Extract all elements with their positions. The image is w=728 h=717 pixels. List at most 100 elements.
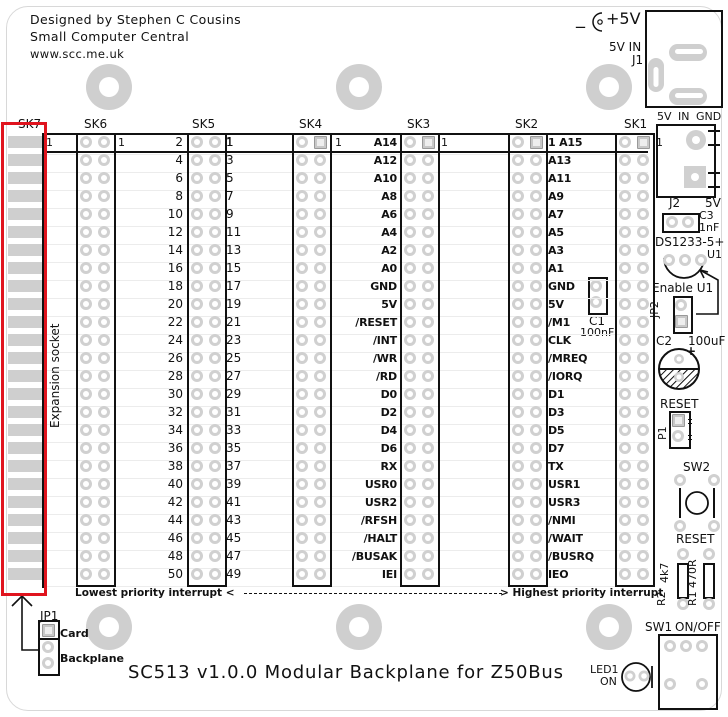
sk2-pin-hole: [530, 406, 542, 418]
signal-name-right: D3: [548, 406, 565, 419]
expansion-contact: [8, 352, 42, 364]
pin-number-even: 18: [167, 279, 183, 293]
sw1-value: ON/OFF: [675, 620, 721, 634]
pin-number-even: 16: [167, 261, 183, 275]
signal-name-right: IEO: [548, 568, 569, 581]
j1-label: J1: [632, 53, 644, 67]
sk5-pin-hole: [209, 514, 221, 526]
sk3-pin-hole: [404, 190, 416, 202]
sk3-pin-hole: [422, 262, 434, 274]
signal-name-right: A9: [548, 190, 564, 203]
pin-number-even: 40: [167, 477, 183, 491]
sk3-pin-hole: [404, 154, 416, 166]
jp1-pad: [42, 641, 54, 653]
sk2-pin-hole: [530, 514, 542, 526]
sk2-socket[interactable]: [508, 133, 548, 587]
signal-name-left: /BUSAK: [351, 550, 397, 563]
sk6-pin-hole: [98, 388, 110, 400]
u1-pad: [663, 254, 675, 266]
sk4-pin-hole: [296, 514, 308, 526]
jp1-divider: [38, 638, 58, 640]
sk1-pin-hole: [637, 334, 649, 346]
sk4-pin-hole: [314, 334, 326, 346]
pin-number-odd: 33: [226, 423, 242, 437]
sk3-pin-hole: [422, 352, 434, 364]
expansion-contact: [8, 226, 42, 238]
sk4-pin-hole: [296, 460, 308, 472]
expansion-contact: [8, 442, 42, 454]
trace-line: [44, 532, 648, 533]
sk2-pin-hole: [512, 388, 524, 400]
signal-name-right: /WAIT: [548, 532, 583, 545]
bus-header-bar: [44, 133, 648, 153]
pin-number-even: 36: [167, 441, 183, 455]
sk5-pin-hole: [191, 226, 203, 238]
sk1-pin-hole: [619, 172, 631, 184]
sk5-pin-hole: [209, 190, 221, 202]
signal-name-left: D0: [380, 388, 398, 401]
sk2-pin-hole: [512, 262, 524, 274]
sk4-pin-hole: [314, 172, 326, 184]
expansion-contact: [8, 388, 42, 400]
sk1-pin-hole: [637, 190, 649, 202]
trace-line: [44, 352, 648, 353]
sk5-pin-hole: [191, 316, 203, 328]
jumper-jp1[interactable]: [38, 620, 60, 676]
sk2-pin-hole: [530, 262, 542, 274]
sk5-pin-hole: [209, 208, 221, 220]
sk1-pin-hole: [637, 280, 649, 292]
terminal-j2: [656, 124, 716, 198]
pin-number-odd: 23: [226, 333, 242, 347]
r2-value: 4k7: [658, 562, 671, 583]
sw1-pad: [696, 640, 708, 652]
sk3-socket[interactable]: [400, 133, 440, 587]
sk7-expansion-socket[interactable]: [6, 133, 44, 588]
sk5-pin-hole: [209, 226, 221, 238]
pin-number-even: 4: [175, 153, 183, 167]
signal-name-left: D6: [380, 442, 398, 455]
trace-line: [44, 568, 648, 569]
header-p1[interactable]: [669, 411, 691, 449]
pin-number-even: 28: [167, 369, 183, 383]
trace-line: [44, 514, 648, 515]
sk5-pin-hole: [209, 334, 221, 346]
sk1-socket[interactable]: [615, 133, 655, 587]
sk4-pin-hole: [314, 568, 326, 580]
power-switch-sw1[interactable]: [658, 634, 718, 710]
sk3-pin-hole: [422, 496, 434, 508]
mounting-hole: [86, 64, 132, 110]
sk4-pin-hole: [296, 316, 308, 328]
sk4-socket[interactable]: [292, 133, 332, 587]
sk2-pin-hole: [512, 568, 524, 580]
sk5-pin-hole: [209, 550, 221, 562]
sk5-socket[interactable]: [187, 133, 227, 587]
sk4-pin-hole: [314, 514, 326, 526]
reset-pushbutton-sw2[interactable]: [672, 472, 722, 534]
signal-name-left: A6: [381, 208, 397, 221]
sk1-pin-hole: [619, 460, 631, 472]
trace-line: [44, 244, 648, 245]
jp1-backplane-label: Backplane: [60, 652, 125, 665]
sk1-pin-hole: [637, 244, 649, 256]
sk1-pin-hole: [619, 388, 631, 400]
sk3-pin-hole: [404, 568, 416, 580]
sk5-pin-hole: [191, 154, 203, 166]
pin-number-even: 46: [167, 531, 183, 545]
jumper-jp2[interactable]: [673, 296, 693, 334]
highlight-box: [1, 122, 47, 596]
sk5-pin-hole: [191, 406, 203, 418]
signal-name-left: 5V: [381, 298, 397, 311]
sk6-pin-hole: [98, 406, 110, 418]
sk2-pin-hole: [530, 460, 542, 472]
sk6-pin-hole: [98, 316, 110, 328]
pin-number-odd: 41: [226, 495, 242, 509]
u1-pad: [695, 254, 707, 266]
signal-name-right: 1 A15: [548, 136, 583, 149]
signal-name-left: /RESET: [355, 316, 397, 329]
c2-plus-marker: +: [686, 344, 697, 358]
sk4-pin-hole: [314, 532, 326, 544]
jp2-pad-square: [675, 315, 688, 328]
p1-tick: [688, 435, 692, 436]
sk3-pin-hole: [404, 226, 416, 238]
sk6-socket[interactable]: [76, 133, 116, 587]
